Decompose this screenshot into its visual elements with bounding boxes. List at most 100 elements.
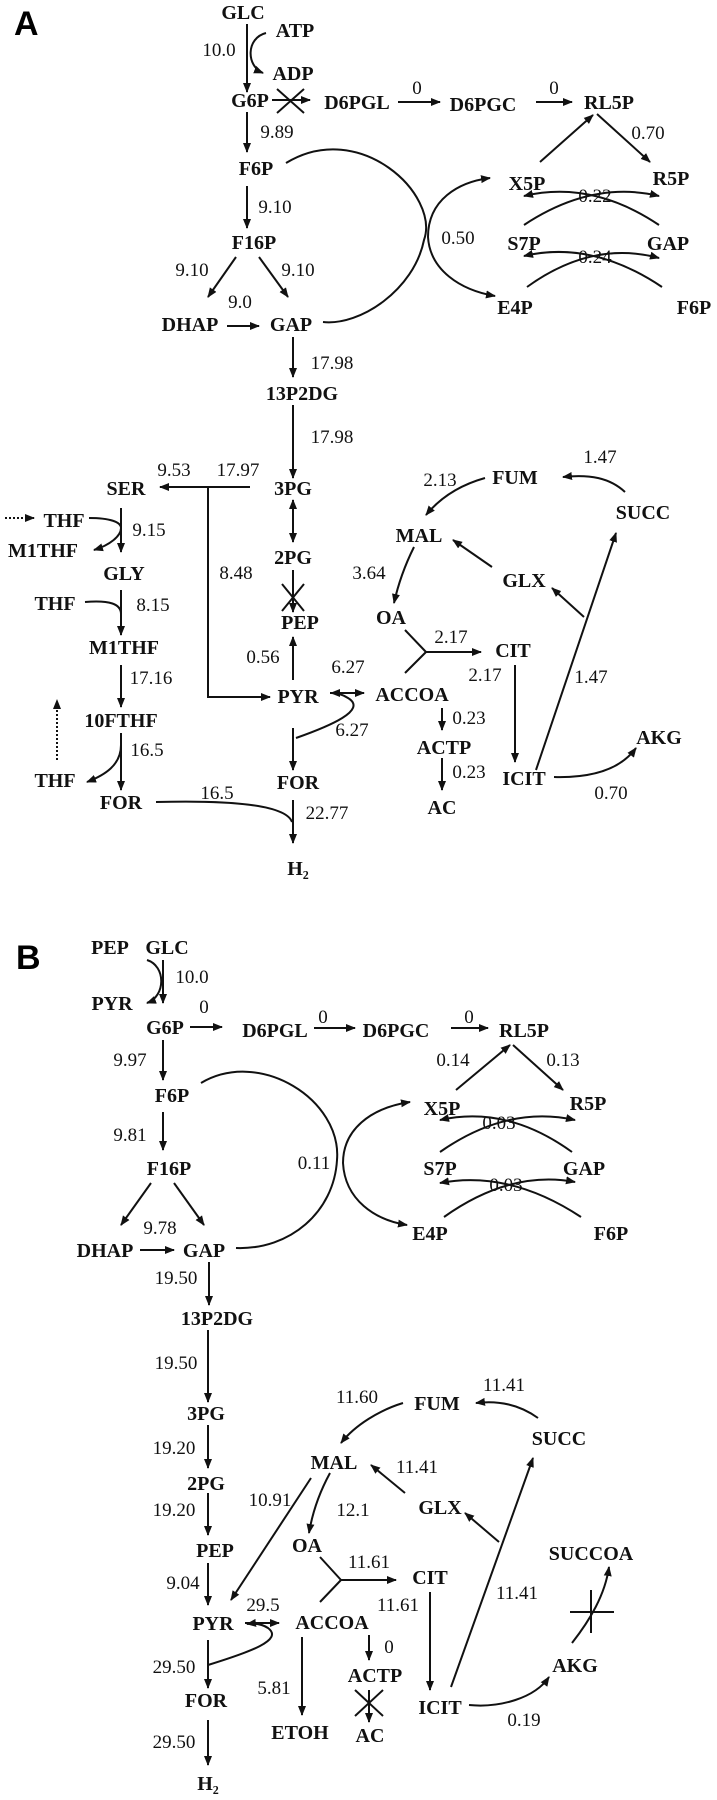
flux-value: 10.91 (249, 1490, 292, 1511)
flux-value: 19.20 (153, 1500, 196, 1521)
flux-value: 16.5 (200, 783, 233, 804)
flux-value: 9.15 (132, 520, 165, 541)
flux-value: 0.14 (436, 1050, 470, 1071)
metabolite-label: F6P (677, 297, 711, 319)
reaction-arrow (146, 959, 163, 1004)
reaction-arrow (452, 539, 493, 568)
metabolite-label: ACTP (348, 1665, 402, 1687)
metabolite-label: AC (356, 1725, 385, 1747)
metabolite-label: E4P (412, 1223, 448, 1245)
flux-value: 0.19 (507, 1710, 540, 1731)
flux-value: 10.0 (175, 967, 208, 988)
flux-value: 11.61 (348, 1552, 390, 1573)
reaction-arrow (295, 689, 355, 739)
metabolite-label: MAL (311, 1452, 358, 1474)
reaction-arrow (319, 1579, 342, 1603)
reaction-arrow (86, 744, 122, 783)
flux-value: 9.81 (113, 1125, 146, 1146)
metabolite-label: GLC (221, 2, 264, 24)
flux-value: 0.03 (482, 1113, 515, 1134)
metabolite-label: THF (34, 770, 75, 792)
metabolite-label: GLX (418, 1497, 462, 1519)
reaction-arrow (230, 1477, 312, 1601)
metabolite-label: SER (107, 478, 146, 500)
metabolite-label: X5P (424, 1098, 461, 1120)
reaction-arrow (425, 477, 486, 516)
metabolite-label: THF (43, 510, 84, 532)
panel-label: A (14, 5, 39, 43)
metabolite-label: R5P (653, 168, 690, 190)
flux-value: 12.1 (336, 1500, 369, 1521)
flux-value: 9.89 (260, 122, 293, 143)
reaction-arrow (562, 472, 626, 493)
metabolite-label: SUCC (532, 1428, 586, 1450)
flux-value: 11.60 (336, 1387, 378, 1408)
reaction-arrow (523, 250, 663, 288)
metabolite-label: 13P2DG (266, 383, 339, 405)
metabolite-label: ICIT (502, 768, 546, 790)
flux-value: 0.24 (578, 247, 612, 268)
reaction-arrow (276, 88, 305, 114)
reaction-arrow (450, 1457, 534, 1688)
reaction-arrow (200, 1070, 339, 1250)
reaction-arrow (88, 517, 123, 552)
metabolite-label: GLX (502, 570, 546, 592)
flux-value: 17.16 (130, 668, 173, 689)
reaction-arrow (370, 1464, 406, 1494)
reaction-arrow (84, 600, 122, 615)
reaction-arrow (468, 1676, 550, 1707)
reaction-arrow (285, 148, 427, 324)
metabolite-label: GLC (145, 937, 188, 959)
flux-value: 16.5 (130, 740, 163, 761)
flux-value: 9.04 (166, 1573, 200, 1594)
flux-value: 17.97 (217, 460, 260, 481)
flux-value: 17.98 (311, 353, 354, 374)
reaction-arrow (464, 1512, 500, 1543)
metabolite-label: GAP (563, 1158, 605, 1180)
reaction-arrow (512, 1044, 564, 1091)
flux-value: 0.03 (489, 1175, 522, 1196)
flux-value: 0.70 (631, 123, 664, 144)
metabolite-label: M1THF (8, 540, 78, 562)
reaction-arrow (427, 175, 491, 238)
metabolite-label: E4P (497, 297, 533, 319)
flux-value: 29.50 (153, 1657, 196, 1678)
reaction-arrow (207, 256, 237, 298)
flux-value: 19.50 (155, 1268, 198, 1289)
flux-value: 19.50 (155, 1353, 198, 1374)
metabolite-label: MAL (396, 525, 443, 547)
reaction-arrow (342, 1162, 408, 1228)
metabolite-label: PYR (192, 1613, 234, 1635)
reaction-arrow (404, 651, 427, 674)
metabolite-label: D6PGL (324, 92, 390, 114)
metabolite-label: F16P (232, 232, 276, 254)
metabolite-label: OA (376, 607, 407, 629)
metabolite-label: PEP (91, 937, 129, 959)
metabolite-label: GLY (103, 563, 145, 585)
metabolite-label: FOR (277, 772, 320, 794)
reaction-arrow (354, 1689, 384, 1717)
flux-value: 0.56 (246, 647, 279, 668)
flux-value: 8.48 (219, 563, 252, 584)
flux-value: 6.27 (331, 657, 364, 678)
flux-value: 0.11 (298, 1153, 331, 1174)
flux-value: 0.70 (594, 783, 627, 804)
flux-value: 11.41 (496, 1583, 538, 1604)
flux-value: 9.97 (113, 1050, 146, 1071)
flux-value: 0 (412, 78, 422, 99)
metabolite-label: CIT (412, 1567, 448, 1589)
reaction-arrows (5, 24, 663, 1766)
flux-value: 0.23 (452, 708, 485, 729)
metabolite-label: FUM (414, 1393, 460, 1415)
reaction-arrow (551, 587, 585, 618)
metabolite-label: GAP (270, 314, 312, 336)
flux-value: 1.47 (574, 667, 607, 688)
flux-value: 0 (384, 1637, 394, 1658)
flux-value: 0.22 (578, 186, 611, 207)
metabolite-label: PYR (277, 686, 319, 708)
metabolite-label: ATP (276, 20, 315, 42)
metabolite-label: SUCC (616, 502, 670, 524)
flux-value: 11.61 (377, 1595, 419, 1616)
